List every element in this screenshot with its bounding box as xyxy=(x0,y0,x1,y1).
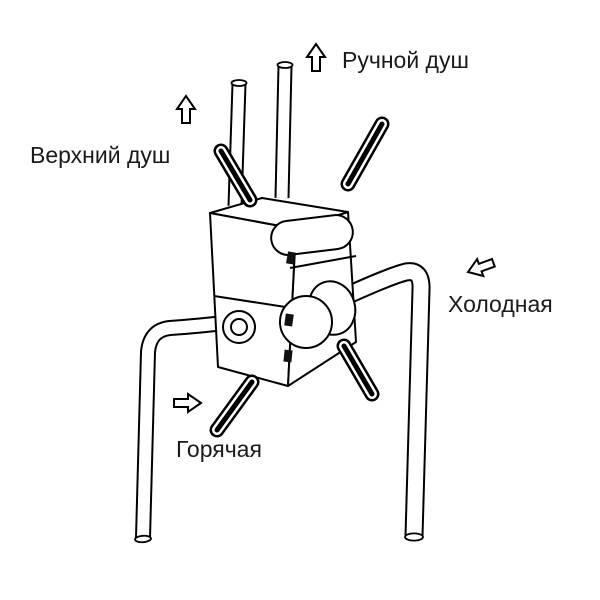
cold-inlet-pipe xyxy=(342,262,431,542)
mounting-clip xyxy=(283,349,293,363)
lever-handle-top-right xyxy=(340,116,390,192)
inlet-port-inner xyxy=(230,318,248,336)
flow-arrow-right-icon xyxy=(173,392,203,414)
mounting-clip xyxy=(284,313,294,327)
flow-arrow-up-icon xyxy=(175,94,197,124)
hot-inlet-pipe xyxy=(134,314,233,544)
lever-handle-bottom-right xyxy=(336,338,380,402)
label-hand-shower: Ручной душ xyxy=(342,47,469,73)
hot-pipe-end-cap xyxy=(134,534,152,544)
lever-handle-bottom-left xyxy=(209,374,260,438)
overhead-pipe-end-cap xyxy=(230,79,248,87)
label-cold-inlet: Холодная xyxy=(448,291,553,317)
flow-arrow-left-down-icon xyxy=(466,256,497,278)
flow-arrow-up-icon xyxy=(305,42,327,72)
valve-body xyxy=(209,197,357,387)
label-overhead-shower: Верхний душ xyxy=(30,142,170,168)
mounting-clip xyxy=(286,251,296,265)
body-divider-line xyxy=(213,295,293,309)
cartridge-capsule xyxy=(270,214,354,256)
lever-handles xyxy=(209,116,390,438)
lever-handle-top-left xyxy=(213,143,258,208)
body-step-line xyxy=(289,255,357,269)
mixer-cylinder-front xyxy=(279,295,333,349)
hand-shower-pipe-end-cap xyxy=(276,61,294,69)
hand-shower-pipe xyxy=(274,61,294,199)
label-hot-inlet: Горячая xyxy=(176,436,262,462)
cold-pipe-end-cap xyxy=(404,532,424,542)
